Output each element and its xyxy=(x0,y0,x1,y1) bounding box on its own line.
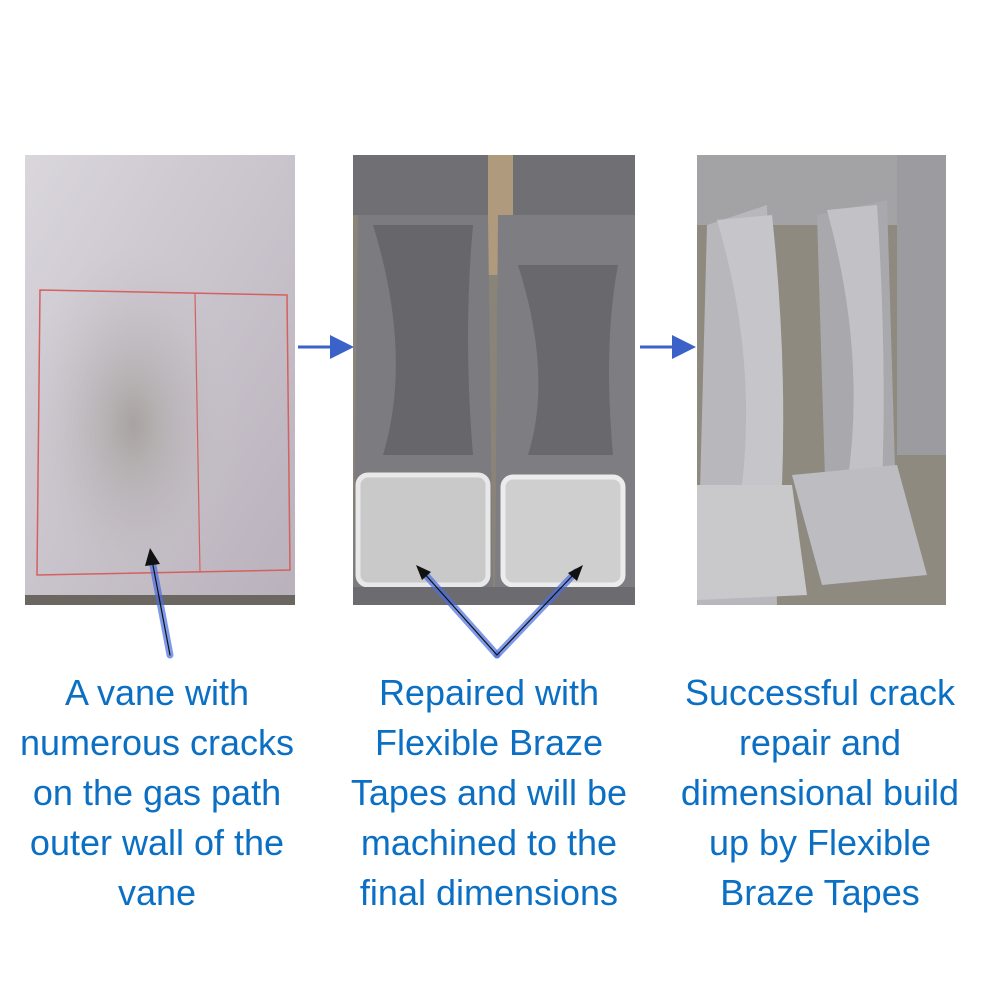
finished-vanes-photo xyxy=(697,155,946,605)
cracked-vane-photo xyxy=(25,155,295,605)
caption-repaired-vanes: Repaired with Flexible Braze Tapes and w… xyxy=(350,672,628,913)
callout-arrow-1 xyxy=(145,548,174,659)
callout-arrows-2 xyxy=(416,565,583,659)
caption-finished-vanes: Successful crack repair and dimensional … xyxy=(680,672,960,913)
caption-cracked-vane: A vane with numerous cracks on the gas p… xyxy=(19,672,295,913)
repaired-vanes-photo xyxy=(353,155,635,605)
